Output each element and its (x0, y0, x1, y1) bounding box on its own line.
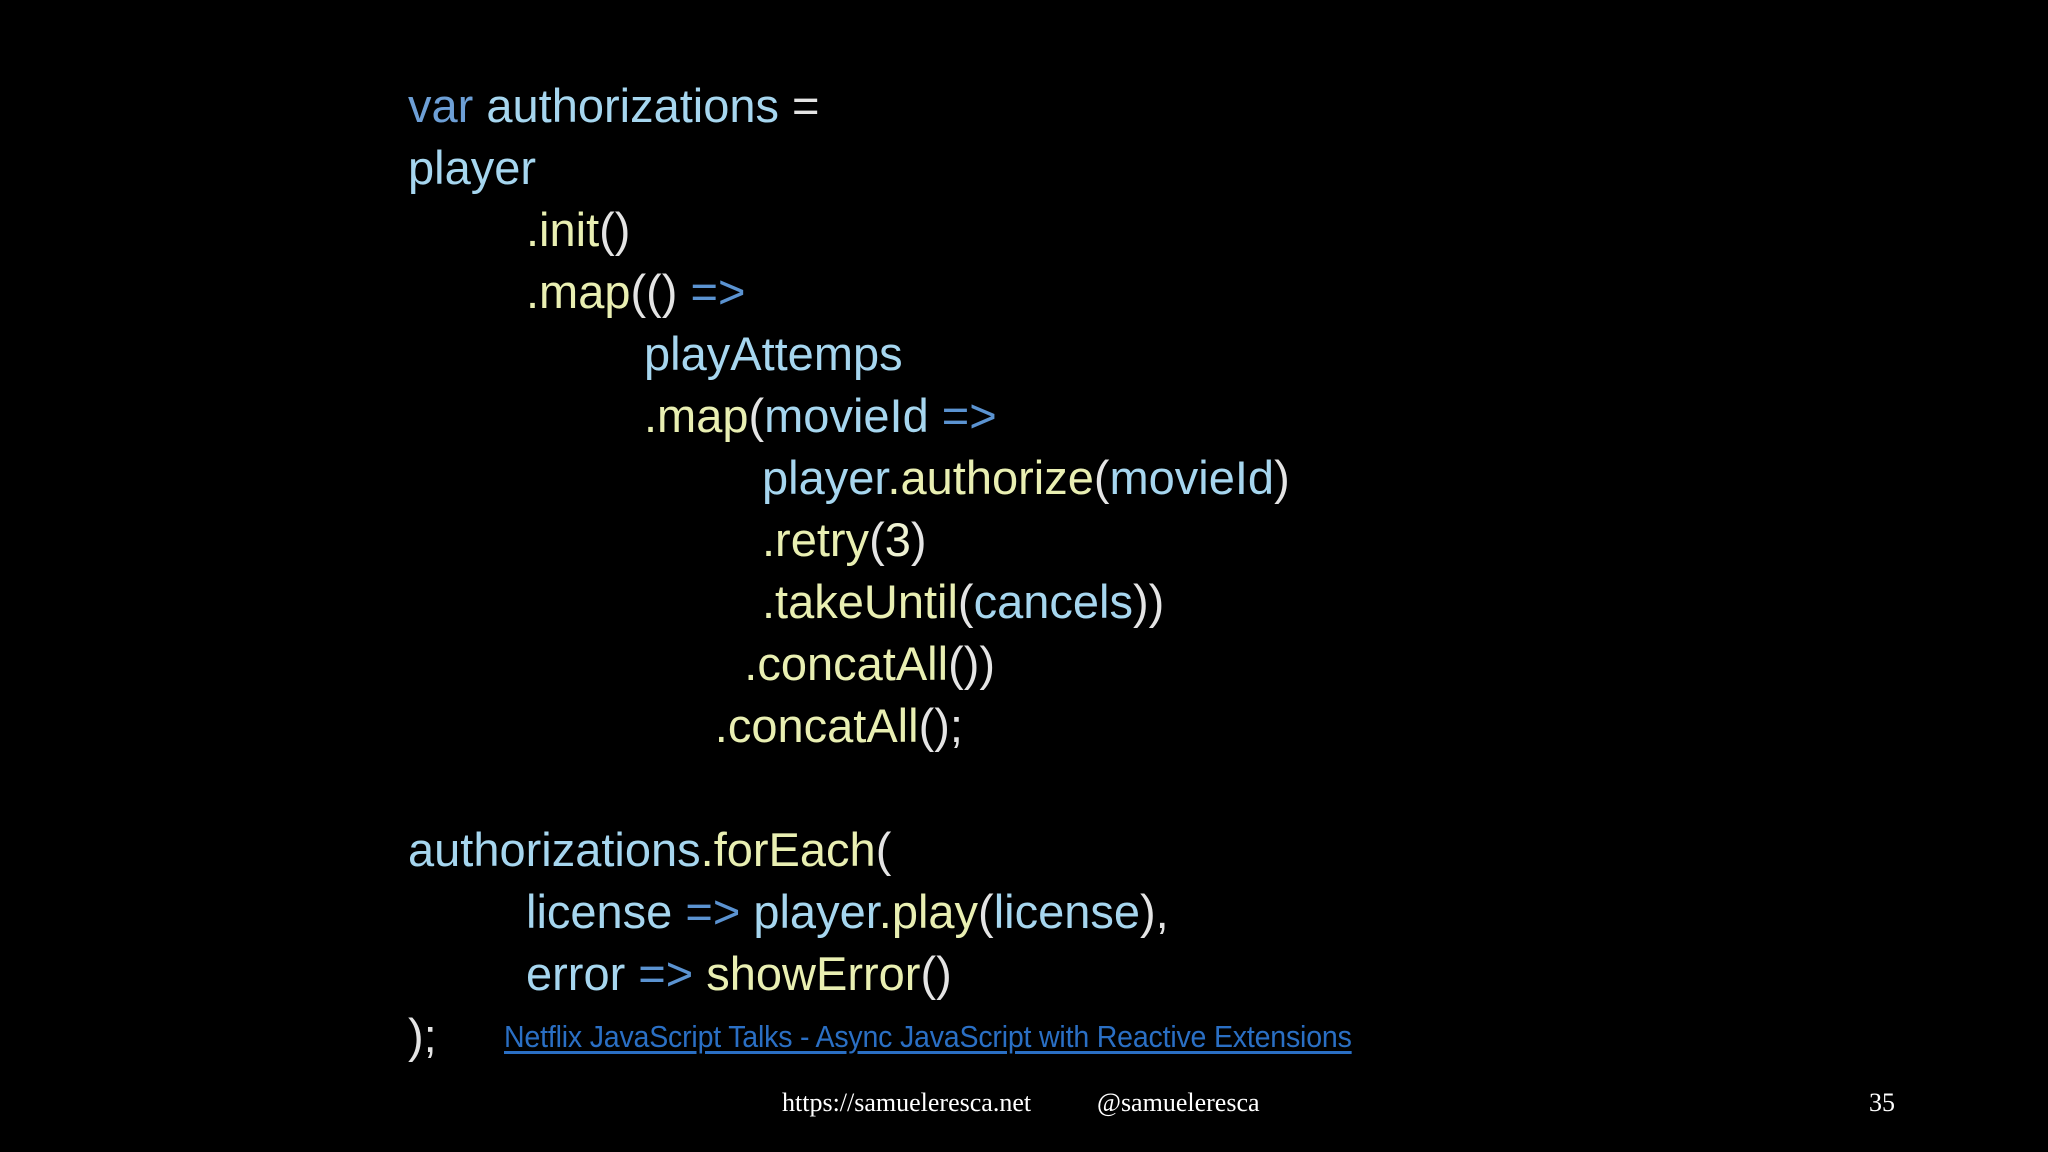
code-line: .map(movieId => (408, 385, 1908, 447)
footer-social-handle: @samueleresca (1097, 1088, 1260, 1117)
code-token-method: .retry (762, 513, 870, 566)
code-token-ident: playAttemps (644, 327, 903, 380)
code-token-punct (672, 885, 685, 938)
code-token-punct: () (920, 947, 952, 1000)
code-line: playAttemps (408, 323, 1908, 385)
code-token-punct: )) (1132, 575, 1165, 628)
code-token-method: .concatAll (714, 699, 919, 752)
code-token-arrow: => (638, 947, 694, 1000)
code-token-punct: ( (869, 513, 885, 566)
code-token-ident: authorizations (486, 79, 779, 132)
code-token-arrow: => (685, 885, 741, 938)
code-token-method: .forEach (700, 823, 876, 876)
code-token-punct: ( (978, 885, 994, 938)
code-token-punct: = (779, 79, 820, 132)
source-link[interactable]: Netflix JavaScript Talks - Async JavaScr… (504, 1019, 1352, 1054)
code-line: .map(() => (408, 261, 1908, 323)
code-block: var authorizations =player.init().map(()… (408, 75, 1908, 1067)
code-line: .concatAll(); (408, 695, 1908, 757)
code-line-blank (408, 757, 1908, 819)
code-token-punct: (() (630, 265, 691, 318)
code-token-method: showError (706, 947, 921, 1000)
code-line: player.authorize(movieId) (408, 447, 1908, 509)
code-token-num: 3 (884, 513, 911, 566)
slide-footer: https://samueleresca.net @samueleresca 3… (0, 1082, 2048, 1130)
code-token-method: .map (644, 389, 749, 442)
code-token-punct (693, 947, 706, 1000)
code-token-arrow: => (941, 389, 997, 442)
code-token-punct: ( (1093, 451, 1110, 504)
slide-number: 35 (1869, 1088, 1895, 1117)
code-token-punct: ), (1140, 885, 1169, 938)
code-line: ); (408, 1005, 1908, 1067)
code-token-method: .map (526, 265, 631, 318)
code-token-method: .takeUntil (762, 575, 958, 628)
code-line: error => showError() (408, 943, 1908, 1005)
code-line: authorizations.forEach( (408, 819, 1908, 881)
code-line: license => player.play(license), (408, 881, 1908, 943)
code-line: .takeUntil(cancels)) (408, 571, 1908, 633)
code-token-punct: ) (910, 513, 927, 566)
code-token-method: .init (526, 203, 600, 256)
code-line: player (408, 137, 1908, 199)
code-line: .retry(3) (408, 509, 1908, 571)
code-token-method: .play (878, 885, 979, 938)
code-token-ident: error (526, 947, 626, 1000)
code-token-punct: (); (918, 699, 963, 752)
code-token-punct: ( (748, 389, 765, 442)
code-token-ident: player (762, 451, 888, 504)
code-token-punct: ) (1274, 451, 1290, 504)
code-token-ident: authorizations (408, 823, 701, 876)
code-token-ident: movieId (1109, 451, 1275, 504)
code-token-punct: ()) (948, 637, 996, 690)
code-token-ident: license (526, 885, 673, 938)
code-token-arrow: => (690, 265, 746, 318)
code-line: .concatAll()) (408, 633, 1908, 695)
code-token-punct: ( (875, 823, 892, 876)
code-token-punct (740, 885, 753, 938)
code-token-ident: player (753, 885, 879, 938)
code-token-punct (625, 947, 638, 1000)
code-token-keyword: var (408, 79, 474, 132)
code-token-punct: ); (408, 1009, 437, 1062)
code-line: .init() (408, 199, 1908, 261)
code-token-method: .concatAll (744, 637, 949, 690)
code-token-punct: () (599, 203, 631, 256)
code-token-ident: movieId (764, 389, 929, 442)
code-token-ident: player (408, 141, 537, 194)
code-token-ident: cancels (973, 575, 1133, 628)
footer-website-url: https://samueleresca.net (782, 1088, 1032, 1117)
code-token-method: .authorize (887, 451, 1094, 504)
code-token-ident: license (993, 885, 1141, 938)
code-token-punct (929, 389, 942, 442)
code-line: var authorizations = (408, 75, 1908, 137)
code-token-punct: ( (957, 575, 974, 628)
code-token-punct (473, 79, 486, 132)
